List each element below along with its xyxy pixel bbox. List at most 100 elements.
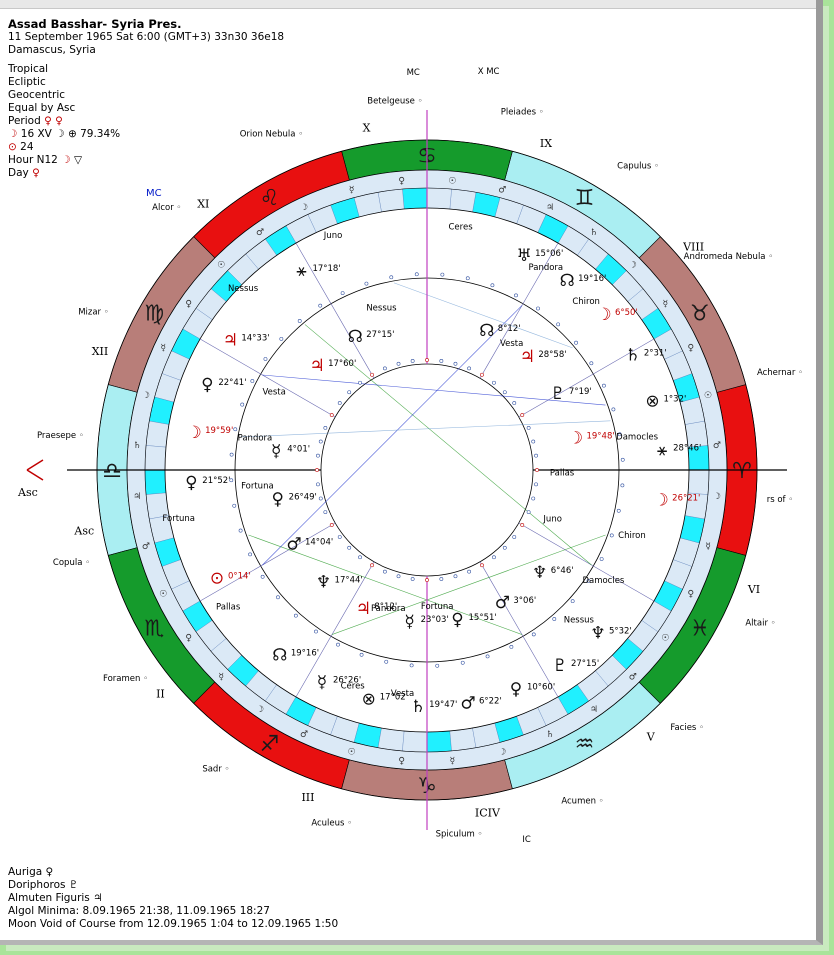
outer-point[interactable]: ☿26°26' — [317, 672, 361, 692]
house-number-label: III — [301, 791, 314, 804]
aspect-lines — [239, 282, 611, 635]
outer-point[interactable]: Ceres — [449, 222, 474, 232]
middle-point[interactable]: ☊8°12' — [479, 321, 520, 341]
middle-point[interactable]: ♃28°58'Vesta — [500, 339, 567, 367]
asteroid-label: Juno — [542, 515, 561, 525]
degree-dot — [599, 557, 604, 561]
middle-point[interactable]: ♃8°12' — [356, 599, 397, 619]
planet-degree: 26°26' — [333, 675, 361, 685]
outer-point[interactable]: ⊙0°14' — [210, 569, 251, 589]
degree-dot — [467, 366, 471, 371]
planet-glyph-icon: ♃ — [520, 347, 535, 367]
period-line: Period ♀ ♀ — [8, 115, 63, 127]
degree-dot — [617, 432, 622, 437]
decan-icon: ☉ — [661, 633, 669, 643]
planet-degree: 4°01' — [287, 445, 310, 455]
outer-point[interactable]: ♂6°22' — [460, 693, 501, 713]
middle-point[interactable]: ♂3°06' — [495, 593, 536, 613]
middle-point[interactable]: ☊27°15' — [348, 327, 395, 347]
outer-point[interactable]: ⊗1°32' — [645, 391, 686, 411]
middle-point[interactable]: Pallas — [550, 468, 575, 478]
outer-point[interactable]: Nessus — [228, 284, 259, 294]
outer-point[interactable]: ⚹28°46'Damocles — [616, 432, 701, 460]
decan-icon: ☿ — [349, 185, 355, 195]
fixed-star-label: Andromeda Nebula ◦ — [684, 252, 774, 262]
asteroid-label: Vesta — [262, 387, 285, 397]
chart-title: Assad Basshar- Syria Pres. — [8, 17, 182, 31]
outer-point[interactable]: Juno — [323, 231, 342, 241]
day-line: Day ♀ — [8, 167, 40, 179]
outer-point[interactable]: ☽26°21' — [654, 490, 701, 510]
outer-point[interactable]: ☽19°59' — [186, 423, 233, 443]
outer-point[interactable]: ♀22°41' — [201, 375, 246, 395]
house-number-label: VIII — [682, 240, 704, 253]
outer-point[interactable]: ♆5°32'Nessus — [564, 616, 632, 644]
aspect-line — [262, 305, 523, 566]
degree-dot — [248, 552, 252, 557]
middle-point[interactable]: ♃17°60' — [309, 356, 356, 376]
term-segment — [402, 187, 428, 210]
outer-point[interactable]: ♃14°33' — [223, 330, 270, 350]
degree-dot — [240, 402, 245, 407]
degree-dot — [358, 380, 362, 385]
scorpio-icon: ♏ — [144, 617, 164, 642]
outer-point[interactable]: ☊19°16' — [272, 646, 319, 666]
outer-point[interactable]: Damocles — [582, 576, 624, 586]
degree-dot — [502, 545, 507, 550]
planet-glyph-icon: ☊ — [348, 327, 363, 347]
middle-point[interactable]: ♆17°44' — [316, 572, 363, 592]
planet-glyph-icon: ♂ — [286, 535, 301, 555]
outer-point[interactable]: ♇27°15' — [552, 656, 599, 676]
decan-icon: ☿ — [218, 672, 224, 682]
footer-moon-void: Moon Void of Course from 12.09.1965 1:04… — [8, 918, 339, 930]
middle-point[interactable]: Nessus — [366, 303, 397, 313]
venus-icon: ♀ — [45, 866, 54, 878]
degree-dot — [276, 595, 280, 600]
planet-glyph-icon: ♀ — [271, 489, 283, 509]
outer-point[interactable]: Chiron — [618, 531, 646, 541]
decan-icon: ☿ — [705, 542, 711, 552]
outer-point[interactable]: ⚹17°18' — [296, 261, 340, 281]
degree-dot — [359, 652, 364, 657]
degree-dot — [509, 645, 514, 649]
middle-point[interactable]: ♂14°04' — [286, 535, 333, 555]
planet-degree: 26°21' — [672, 493, 700, 503]
aspect-line — [239, 420, 611, 438]
house-number-label: V — [646, 731, 656, 744]
middle-point[interactable]: ☿23°03'Pandora — [371, 604, 449, 632]
middle-point[interactable]: ♀26°49'Fortuna — [241, 481, 317, 509]
middle-point[interactable]: ♀15°51'Fortuna — [421, 602, 497, 630]
planet-degree: 8°12' — [498, 324, 521, 334]
degree-dot — [250, 379, 255, 383]
degree-dot — [609, 533, 614, 538]
outer-point[interactable]: ☊19°16'Pandora — [529, 263, 607, 291]
outer-point[interactable]: ⊗17°02'Ceres — [341, 682, 408, 710]
outer-point[interactable]: ♅15°06' — [516, 246, 563, 266]
middle-point[interactable]: ♇7°19' — [550, 384, 591, 404]
planet-degree: 14°33' — [241, 333, 269, 343]
degree-dot — [337, 401, 342, 405]
planet-degree: 19°48' — [586, 431, 614, 441]
outer-point[interactable]: ♀21°52' — [185, 473, 230, 493]
angle-label: X MC — [478, 67, 500, 77]
degree-dot — [526, 426, 531, 430]
middle-point[interactable]: ☽19°48' — [568, 428, 615, 448]
house-number-label: Asc — [73, 524, 94, 537]
degree-dot — [535, 468, 539, 472]
footer-auriga: Auriga ♀ — [8, 866, 54, 878]
middle-point[interactable]: ♆6°46' — [532, 563, 573, 583]
planet-degree: 17°44' — [335, 575, 363, 585]
middle-point[interactable]: ☿4°01'Pandora — [238, 434, 310, 462]
outer-point[interactable]: ♀10°60' — [510, 680, 555, 700]
decan-icon: ☉ — [448, 177, 456, 187]
degree-dot — [314, 629, 318, 634]
outer-point[interactable]: ☽6°50'Chiron — [572, 297, 637, 325]
outer-point[interactable]: ♄19°47'Vesta — [391, 689, 458, 717]
house-cusp-line — [199, 522, 336, 602]
outer-point[interactable]: ♄2°31' — [625, 346, 666, 366]
outer-point[interactable]: Fortuna — [162, 514, 195, 524]
outer-point[interactable]: Pallas — [216, 602, 241, 612]
middle-point[interactable]: Juno — [542, 515, 561, 525]
middle-point[interactable]: Vesta — [262, 387, 285, 397]
